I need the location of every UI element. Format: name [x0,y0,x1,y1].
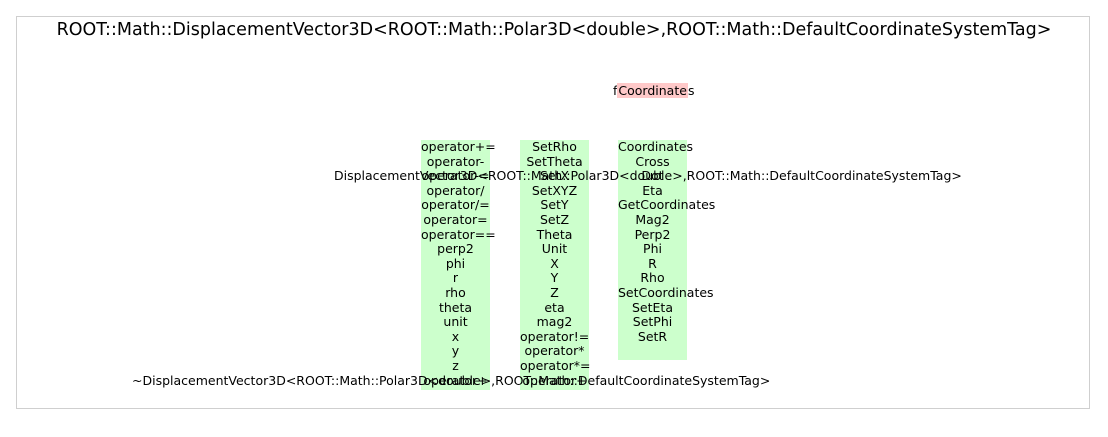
method-item: Theta [536,226,573,242]
method-item: Cross [635,153,670,169]
method-item: operator== [421,226,496,242]
member-highlight: Coordinate [617,83,688,98]
method-item: operator*= [520,357,591,373]
method-item: X [550,255,559,271]
method-item: z [452,357,459,373]
method-column-background [618,140,687,360]
method-item: operator* [524,343,585,359]
method-item: SetTheta [526,153,583,169]
method-item: operator+ [522,372,587,388]
method-item: operator- [426,153,485,169]
method-item: SetR [637,328,668,344]
method-item: operator= [423,211,488,227]
method-item: Phi [643,241,662,257]
method-item: y [451,343,460,359]
class-box [16,16,1090,409]
method-item: SetY [540,197,569,213]
method-item: phi [445,255,466,271]
method-item: operator/ [426,182,485,198]
method-item: Coordinates [618,139,694,154]
method-column-background [421,140,490,390]
member-suffix: s [687,83,695,98]
method-item: GetCoordinates [618,197,716,213]
method-item: mag2 [536,314,573,330]
data-member-fcoordinates: fCoordinates [613,82,694,99]
method-item: Rho [640,270,665,286]
method-item: SetCoordinates [618,284,714,300]
method-item: operator+ [423,372,488,388]
method-column-3: Coordinates Cross Dot Eta GetCoordinates… [618,139,716,360]
method-item: operator!= [520,328,590,344]
method-item: SetX [539,168,570,184]
method-column-1: operator+= operator- operator-= operator… [421,139,496,390]
constructor-label: DisplacementVector3D<ROOT::Math::Polar3D… [334,168,962,183]
method-item: Dot [641,168,664,184]
member-prefix: f [613,83,618,98]
method-item: Y [550,270,559,286]
method-item: SetEta [632,299,673,315]
method-item: Perp2 [634,226,671,242]
method-item: r [452,270,459,286]
method-item: Eta [642,182,663,198]
method-item: rho [445,284,466,300]
class-title: ROOT::Math::DisplacementVector3D<ROOT::M… [56,20,1052,40]
destructor-label: ~DisplacementVector3D<ROOT::Math::Polar3… [132,373,771,388]
method-item: SetZ [539,211,570,227]
method-item: x [451,328,460,344]
method-item: Z [550,284,559,300]
method-item: operator-= [421,168,490,184]
method-column-2: SetRho SetTheta SetX SetXYZ SetY SetZ Th… [520,139,591,390]
method-item: perp2 [437,241,474,257]
method-item: theta [438,299,473,315]
method-item: Mag2 [635,211,670,227]
method-item: operator/= [421,197,490,213]
method-item: R [648,255,657,271]
method-item: Unit [541,241,568,257]
method-item: operator+= [421,139,496,154]
method-item: eta [544,299,565,315]
method-item: SetXYZ [531,182,578,198]
method-item: unit [443,314,468,330]
method-item: SetPhi [632,314,673,330]
method-column-background [520,140,589,390]
method-item: SetRho [532,139,577,154]
